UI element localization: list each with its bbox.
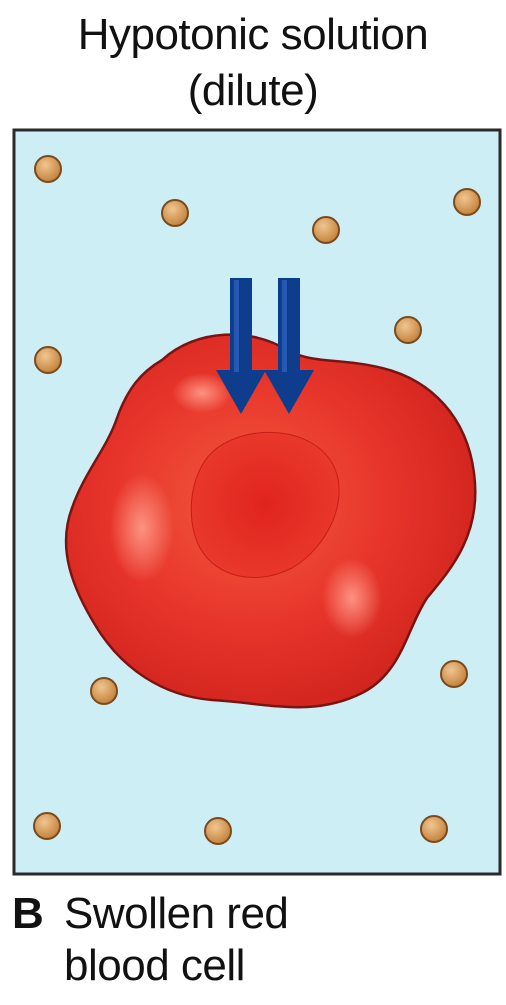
solute-particle — [35, 347, 61, 373]
solute-particle — [34, 813, 60, 839]
cell-highlight-right — [322, 558, 382, 638]
solute-particle — [162, 200, 188, 226]
solute-particle — [313, 217, 339, 243]
diagram-title-line-1: Hypotonic solution — [0, 8, 506, 62]
hypotonic-solution-diagram — [12, 128, 502, 880]
solute-particle — [395, 317, 421, 343]
diagram-title-line-2: (dilute) — [0, 64, 506, 118]
cell-highlight-left — [110, 473, 174, 583]
solute-particle — [91, 678, 117, 704]
caption-line-2: blood cell — [12, 940, 502, 992]
solute-particle — [35, 156, 61, 182]
solute-particle — [205, 818, 231, 844]
solute-particle — [421, 816, 447, 842]
solute-particle — [441, 661, 467, 687]
caption-line-1: Swollen red — [64, 889, 288, 938]
solute-particle — [454, 189, 480, 215]
panel-letter: B — [12, 888, 64, 940]
